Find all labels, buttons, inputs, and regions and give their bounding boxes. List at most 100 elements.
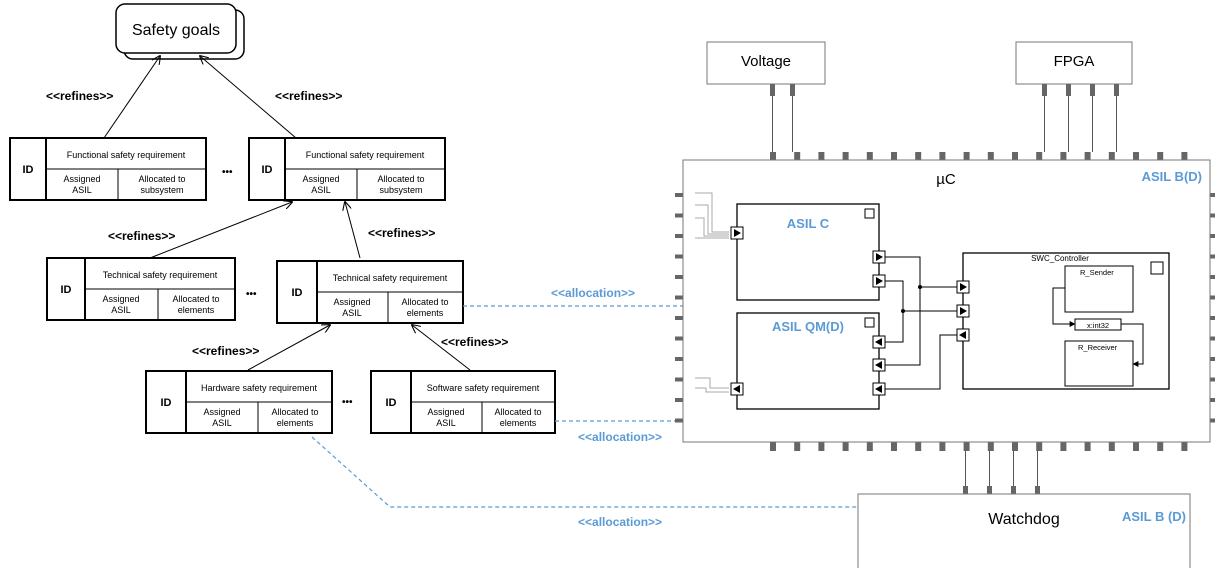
refines-arrow <box>103 56 160 139</box>
pin <box>915 442 922 451</box>
pin <box>818 152 825 160</box>
assigned-asil-label: Assigned <box>102 294 139 304</box>
assigned-asil-label: Assigned <box>333 297 370 307</box>
pin <box>963 152 970 160</box>
swc-controller-label: SWC_Controller <box>1031 254 1089 263</box>
pin <box>987 486 992 494</box>
assigned-asil-label: ASIL <box>436 418 456 428</box>
refines-arrow <box>412 325 471 371</box>
component-connections <box>885 256 957 390</box>
functional-requirement-box-1[interactable]: ID Functional safety requirement Assigne… <box>9 137 207 201</box>
ellipsis: ••• <box>342 397 353 408</box>
pin <box>1181 442 1188 451</box>
allocation-label: <<allocation>> <box>578 515 662 529</box>
pin <box>1011 486 1016 494</box>
pin <box>1181 152 1188 160</box>
uc-label: µC <box>936 171 956 188</box>
asil-qm-component[interactable]: ASIL QM(D) <box>730 312 886 410</box>
technical-requirement-box-2[interactable]: ID Technical safety requirement Assigned… <box>276 260 464 324</box>
ellipsis: ••• <box>246 289 257 300</box>
refines-label: <<refines>> <box>108 229 175 243</box>
requirement-title: Software safety requirement <box>427 383 540 393</box>
pin <box>1157 442 1164 451</box>
refines-arrow <box>149 202 292 259</box>
allocation-label: <<allocation>> <box>578 430 662 444</box>
pin <box>790 84 795 96</box>
id-label: ID <box>23 164 34 176</box>
allocated-label: elements <box>500 418 537 428</box>
pin <box>1208 377 1215 382</box>
pin <box>842 152 849 160</box>
allocated-label: Allocated to <box>172 294 219 304</box>
pin <box>963 486 968 494</box>
pin <box>1108 442 1115 451</box>
watchdog-block[interactable]: Watchdog ASIL B (D) <box>857 493 1191 568</box>
hardware-requirement-box[interactable]: ID Hardware safety requirement Assigned … <box>145 370 333 434</box>
functional-requirement-box-2[interactable]: ID Functional safety requirement Assigne… <box>248 137 446 201</box>
pin <box>1157 152 1164 160</box>
pin <box>675 357 685 361</box>
pin <box>1208 193 1215 197</box>
pin <box>866 152 873 160</box>
allocated-label: elements <box>178 305 215 315</box>
fpga-block[interactable]: FPGA <box>1015 41 1133 85</box>
id-label: ID <box>262 164 273 176</box>
watchdog-label: Watchdog <box>988 511 1059 528</box>
pin <box>842 442 849 451</box>
allocated-label: subsystem <box>379 185 422 195</box>
assigned-asil-label: ASIL <box>311 185 331 195</box>
pin <box>987 442 994 451</box>
pin <box>675 234 685 238</box>
assigned-asil-label: ASIL <box>212 418 232 428</box>
pin <box>1035 486 1040 494</box>
id-label: ID <box>292 287 303 299</box>
pin <box>675 398 685 402</box>
asil-c-component[interactable]: ASIL C <box>730 203 886 301</box>
pin <box>675 418 685 423</box>
pin <box>1060 442 1067 451</box>
junction-dot <box>918 285 922 289</box>
pin <box>675 316 685 320</box>
pin <box>675 275 685 279</box>
requirement-title: Functional safety requirement <box>306 150 425 160</box>
technical-requirement-box-1[interactable]: ID Technical safety requirement Assigned… <box>46 257 236 321</box>
allocation-label: <<allocation>> <box>551 286 635 300</box>
pin <box>1036 152 1043 160</box>
pin <box>675 193 685 197</box>
assigned-asil-label: Assigned <box>203 407 240 417</box>
refines-label: <<refines>> <box>46 89 113 103</box>
uc-asil-label: ASIL B(D) <box>1142 169 1202 184</box>
voltage-block[interactable]: Voltage <box>706 41 826 85</box>
pin <box>1208 357 1215 361</box>
pin <box>1208 275 1215 279</box>
pin <box>963 442 970 451</box>
pin <box>939 442 946 451</box>
allocated-label: elements <box>407 308 444 318</box>
refines-label: <<refines>> <box>192 344 259 358</box>
r-sender-label: R_Sender <box>1080 268 1114 277</box>
pin <box>1208 295 1215 300</box>
pin <box>675 254 685 259</box>
watchdog-asil-label: ASIL B (D) <box>1122 509 1186 524</box>
safety-goals-node[interactable]: Safety goals <box>115 3 245 60</box>
pin <box>1208 418 1215 423</box>
pin <box>891 152 897 160</box>
swc-controller-component[interactable]: SWC_Controller R_Sender R_Receiver x:int… <box>956 252 1170 390</box>
pin <box>675 377 685 382</box>
watchdog-pins <box>963 451 1040 494</box>
uc-right-pins <box>1208 193 1215 423</box>
pin <box>1084 152 1091 160</box>
asil-c-label: ASIL C <box>787 216 830 231</box>
pin <box>1208 254 1215 259</box>
uc-left-pins <box>675 193 685 423</box>
voltage-label: Voltage <box>741 53 791 70</box>
allocated-label: Allocated to <box>494 407 541 417</box>
fpga-pins <box>1042 84 1119 152</box>
assigned-asil-label: Assigned <box>302 174 339 184</box>
software-requirement-box[interactable]: ID Software safety requirement Assigned … <box>370 370 556 434</box>
assigned-asil-label: Assigned <box>427 407 464 417</box>
voltage-pins <box>770 84 795 152</box>
refines-arrow <box>345 202 361 259</box>
assigned-asil-label: Assigned <box>63 174 100 184</box>
